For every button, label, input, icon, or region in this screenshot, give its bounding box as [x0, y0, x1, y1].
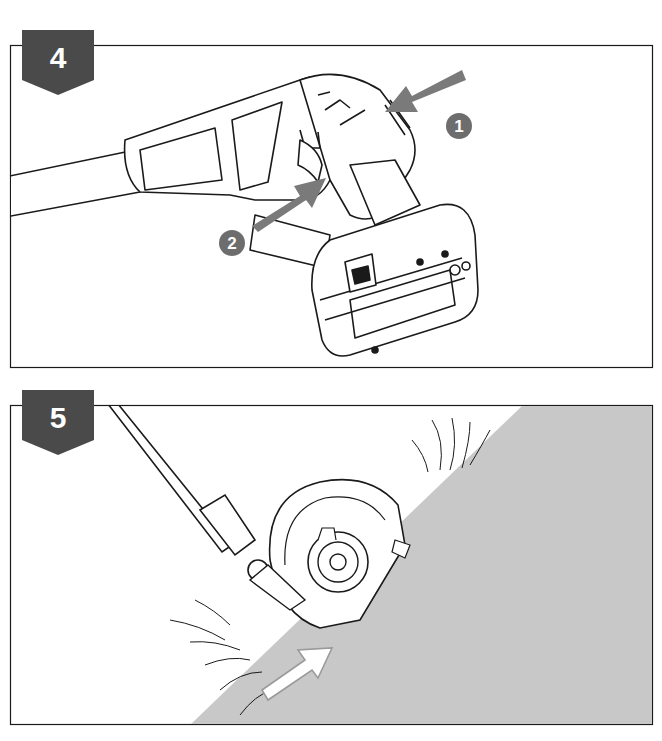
step-badge: [22, 30, 94, 95]
callout-circle: [219, 230, 245, 256]
press-arrow: [385, 70, 466, 112]
callout-number: 1: [454, 118, 463, 135]
step-number: 5: [50, 403, 67, 433]
step-badge: [22, 390, 94, 455]
step-number: 4: [50, 43, 67, 73]
callout-circle: [446, 113, 472, 139]
press-arrow: [252, 178, 326, 232]
edging-drawing: [108, 406, 652, 724]
handle-drawing: [11, 74, 478, 356]
panel-frame: [11, 46, 653, 368]
callout-number: 2: [227, 235, 236, 252]
panel-frame: [11, 406, 653, 725]
